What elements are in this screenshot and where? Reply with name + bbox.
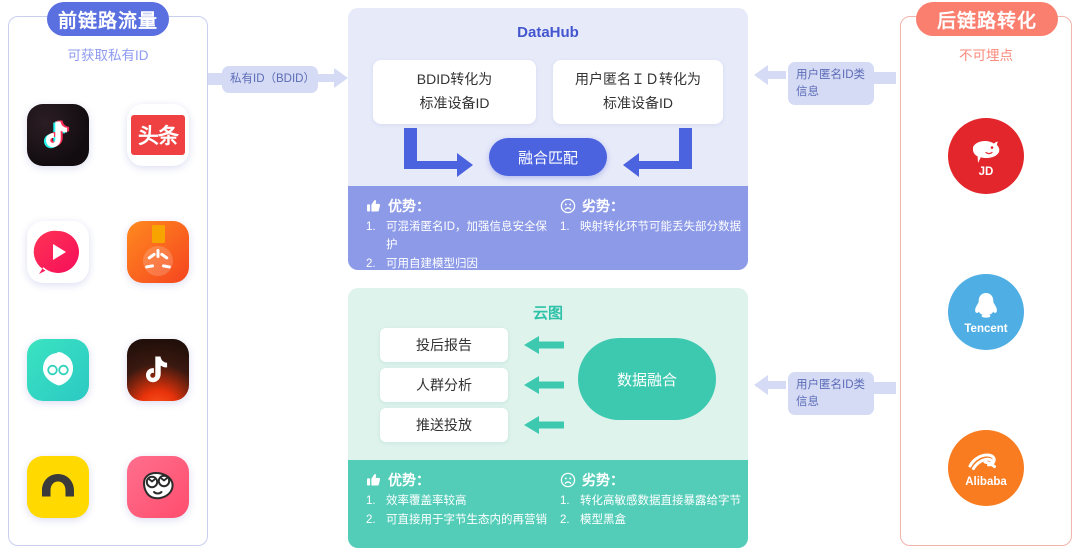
list-item: 2.可用自建模型归因 xyxy=(366,256,548,270)
alibaba-mark-icon xyxy=(968,452,996,470)
jd-label: JD xyxy=(978,165,994,178)
alibaba-logo: Alibaba xyxy=(948,430,1024,506)
list-item: 1.转化高敏感数据直接暴露给字节 xyxy=(560,493,748,511)
alibaba-label: Alibaba xyxy=(965,475,1007,488)
yuntu-advantage-1: 效率覆盖率较高 xyxy=(386,495,467,507)
yuntu-arrow-3-icon xyxy=(524,416,564,434)
douyin-huoshan-icon xyxy=(127,338,189,401)
yuntu-panel: 云图 投后报告 人群分析 推送投放 数据融合 优势： xyxy=(348,288,748,548)
list-item: 1.效率覆盖率较高 xyxy=(366,493,548,511)
yuntu-disadvantages-label: 劣势： xyxy=(582,472,624,488)
yuntu-arrow-1-icon xyxy=(524,336,564,354)
right-connector-arrow-top-icon xyxy=(754,65,786,85)
brand-logo-list: JD Tencent Alibaba xyxy=(900,78,1072,546)
yuntu-advantages-label: 优势： xyxy=(388,472,430,488)
datahub-pros-cons: 优势： 1.可混淆匿名ID，加强信息安全保护 2.可用自建模型归因 xyxy=(348,186,748,270)
datahub-title: DataHub xyxy=(517,24,579,41)
datahub-disadvantages-heading: 劣势： xyxy=(560,196,748,216)
left-connector-label: 私有ID（BDID） xyxy=(222,66,318,93)
merge-match-button[interactable]: 融合匹配 xyxy=(489,138,607,176)
yuntu-disadvantages-heading: 劣势： xyxy=(560,470,748,490)
yuntu-output-post-campaign-report[interactable]: 投后报告 xyxy=(380,328,508,362)
right-connector-bar-bottom xyxy=(872,382,896,394)
back-link-conversion-title: 后链路转化 xyxy=(916,2,1058,36)
sad-face-icon xyxy=(560,472,576,488)
datahub-disadvantage-1: 映射转化环节可能丢失部分数据 xyxy=(580,221,741,233)
yuntu-title: 云图 xyxy=(532,305,563,322)
right-connector-bar-top xyxy=(872,72,896,84)
datahub-disadvantages-column: 劣势： 1.映射转化环节可能丢失部分数据 xyxy=(548,196,748,270)
front-link-subtitle: 可获取私有ID xyxy=(67,48,149,63)
datahub-card-bdid: BDID转化为 标准设备ID xyxy=(373,60,536,124)
datahub-advantages-heading: 优势： xyxy=(366,196,548,216)
sad-face-icon xyxy=(560,198,576,214)
right-connector-label-bottom: 用户匿名ID类信息 xyxy=(788,372,874,416)
yuntu-disadvantages-list: 1.转化高敏感数据直接暴露给字节 2.模型黑盒 xyxy=(560,493,748,530)
front-link-traffic-title: 前链路流量 xyxy=(47,2,169,36)
list-item: 1.可混淆匿名ID，加强信息安全保护 xyxy=(366,219,548,255)
datahub-card-bdid-line2: 标准设备ID xyxy=(419,95,490,111)
yuntu-disadvantages-column: 劣势： 1.转化高敏感数据直接暴露给字节 2.模型黑盒 xyxy=(548,470,748,548)
yuntu-disadvantage-2: 模型黑盒 xyxy=(580,513,626,526)
dongchedi-icon xyxy=(27,456,89,519)
tencent-label: Tencent xyxy=(964,322,1008,335)
tencent-logo: Tencent xyxy=(948,274,1024,350)
qq-penguin-icon xyxy=(975,292,997,318)
datahub-panel: DataHub BDID转化为 标准设备ID 用户匿名ＩＤ转化为 标准设备ID … xyxy=(348,8,748,270)
thumbs-up-icon xyxy=(367,473,381,486)
elbow-arrow-right-icon xyxy=(623,128,692,177)
list-item: 2.可直接用于字节生态内的再营销 xyxy=(366,512,548,530)
yuntu-advantages-heading: 优势： xyxy=(366,470,548,490)
datahub-card-bdid-line1: BDID转化为 xyxy=(416,71,493,88)
list-item: 1.映射转化环节可能丢失部分数据 xyxy=(560,219,748,237)
datahub-disadvantages-list: 1.映射转化环节可能丢失部分数据 xyxy=(560,219,748,237)
yuntu-pros-cons: 优势： 1.效率覆盖率较高 2.可直接用于字节生态内的再营销 xyxy=(348,460,748,548)
right-connector-label-top: 用户匿名ID类信息 xyxy=(788,62,874,106)
right-connector-arrow-bottom-icon xyxy=(754,375,786,395)
datahub-card-anonymous-id: 用户匿名ＩＤ转化为 标准设备ID xyxy=(553,60,723,124)
datahub-card-anon-line2: 标准设备ID xyxy=(603,95,673,111)
elbow-arrow-left-icon xyxy=(404,128,473,177)
yuntu-advantage-2: 可直接用于字节生态内的再营销 xyxy=(386,513,547,526)
yuntu-advantages-column: 优势： 1.效率覆盖率较高 2.可直接用于字节生态内的再营销 xyxy=(348,470,548,548)
yuntu-output-audience-analysis[interactable]: 人群分析 xyxy=(380,368,508,402)
left-connector-arrow xyxy=(316,68,348,88)
jd-dog-icon xyxy=(973,140,1000,163)
momoyu-icon xyxy=(127,456,189,519)
jd-logo: JD xyxy=(948,118,1024,194)
datahub-disadvantages-label: 劣势： xyxy=(582,198,624,214)
datahub-advantage-1: 可混淆匿名ID，加强信息安全保护 xyxy=(386,221,547,251)
faceu-icon xyxy=(27,338,89,401)
yuntu-disadvantage-1: 转化高敏感数据直接暴露给字节 xyxy=(580,495,741,507)
datahub-advantages-column: 优势： 1.可混淆匿名ID，加强信息安全保护 2.可用自建模型归因 xyxy=(348,196,548,270)
datahub-advantages-list: 1.可混淆匿名ID，加强信息安全保护 2.可用自建模型归因 xyxy=(366,219,548,270)
thumbs-up-icon xyxy=(367,199,381,212)
data-fusion-node[interactable]: 数据融合 xyxy=(578,338,716,420)
yuntu-advantages-list: 1.效率覆盖率较高 2.可直接用于字节生态内的再营销 xyxy=(366,493,548,530)
yuntu-output-push-delivery[interactable]: 推送投放 xyxy=(380,408,508,442)
douyin-icon xyxy=(27,103,89,166)
xigua-video-icon xyxy=(27,221,89,284)
toutiao-icon: 头条 xyxy=(127,103,189,166)
list-item: 2.模型黑盒 xyxy=(560,512,748,530)
datahub-advantages-label: 优势： xyxy=(388,198,430,214)
datahub-card-anon-line1: 用户匿名ＩＤ转化为 xyxy=(575,71,701,88)
back-link-subtitle: 不可埋点 xyxy=(959,48,1013,63)
app-icon-grid: 头条 xyxy=(8,76,208,546)
fanqie-novel-icon xyxy=(127,221,189,284)
datahub-advantage-2: 可用自建模型归因 xyxy=(386,257,478,270)
yuntu-arrow-2-icon xyxy=(524,376,564,394)
